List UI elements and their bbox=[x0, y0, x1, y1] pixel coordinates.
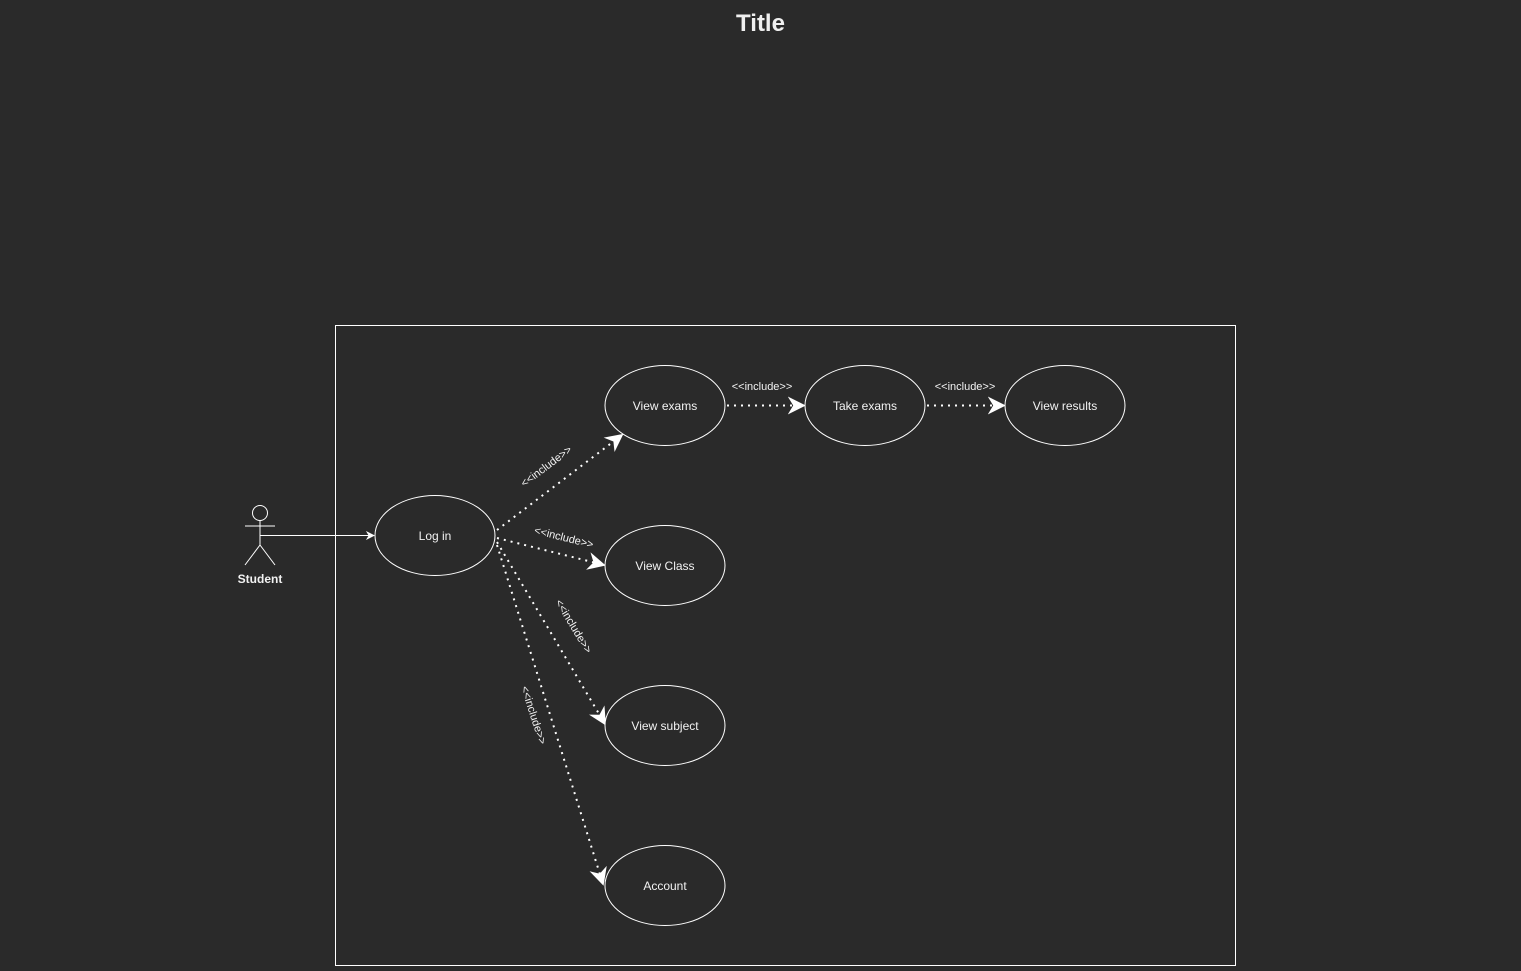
use-case-view-results[interactable]: View results bbox=[1004, 365, 1126, 446]
use-case-label: View exams bbox=[633, 399, 697, 413]
use-case-label: View subject bbox=[631, 719, 699, 733]
use-case-account[interactable]: Account bbox=[604, 845, 726, 926]
include-edge-login-account bbox=[496, 544, 607, 886]
include-label-login-view-exams: <<include>> bbox=[519, 444, 575, 490]
include-label-view-exams-take-exams: <<include>> bbox=[732, 381, 793, 393]
actor-label: Student bbox=[238, 572, 283, 586]
system-boundary bbox=[335, 325, 1236, 966]
use-case-label: Account bbox=[643, 879, 687, 893]
include-label-login-view-class: <<include>> bbox=[533, 525, 595, 551]
use-case-view-class[interactable]: View Class bbox=[604, 525, 726, 606]
include-label-take-exams-view-results: <<include>> bbox=[935, 381, 996, 393]
use-case-label: Log in bbox=[419, 529, 452, 543]
stick-figure-icon bbox=[244, 505, 276, 566]
include-edge-login-view-class bbox=[496, 537, 606, 570]
include-label-login-view-subject: <<include>> bbox=[552, 597, 593, 655]
actor-student[interactable]: Student bbox=[238, 505, 283, 587]
use-case-view-subject[interactable]: View subject bbox=[604, 685, 726, 766]
use-case-take-exams[interactable]: Take exams bbox=[804, 365, 926, 446]
use-case-login[interactable]: Log in bbox=[374, 495, 496, 576]
use-case-label: View results bbox=[1033, 399, 1097, 413]
use-case-label: View Class bbox=[635, 559, 694, 573]
use-case-label: Take exams bbox=[833, 399, 897, 413]
use-case-view-exams[interactable]: View exams bbox=[604, 365, 726, 446]
include-edge-login-view-exams bbox=[496, 433, 624, 531]
diagram-title: Title bbox=[736, 10, 785, 37]
include-edge-login-view-subject bbox=[496, 541, 606, 726]
